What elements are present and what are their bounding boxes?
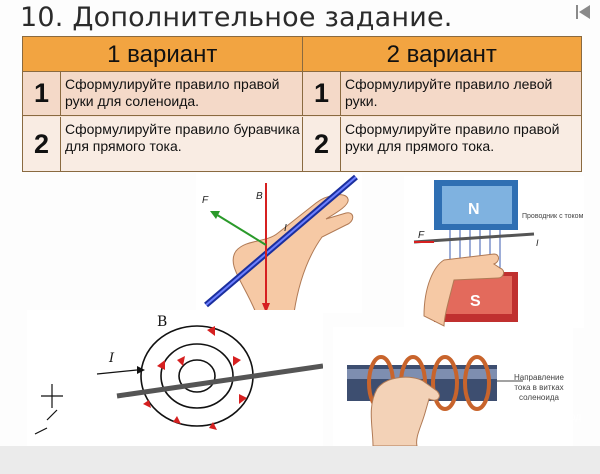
task-cell: Сформулируйте правило правой руки для пр…: [345, 121, 560, 154]
solenoid-rule-figure: Направление тока в витках соленоида: [333, 327, 573, 446]
slide-title: 10. Дополнительное задание.: [20, 2, 453, 33]
table-row: 1 Сформулируйте правило правой руки для …: [23, 72, 581, 116]
force-label: F: [202, 195, 209, 206]
conductor-label: Проводник с током: [522, 213, 584, 220]
task-cell: Сформулируйте правило правой руки для со…: [61, 72, 303, 115]
south-pole-label: S: [470, 293, 481, 310]
bottom-bar: [0, 446, 600, 474]
rings-field-label: B: [157, 314, 167, 330]
left-hand-rule-figure: F B I: [196, 173, 362, 313]
magnet-force-label: F: [418, 230, 425, 241]
row-number: 2: [303, 117, 341, 171]
task-table: 1 вариант 2 вариант 1 Сформулируйте прав…: [22, 36, 582, 172]
task-cell: Сформулируйте правило буравчика для прям…: [61, 117, 303, 171]
north-pole-label: N: [468, 201, 480, 218]
table-header: 1 вариант 2 вариант: [23, 37, 581, 72]
header-variant-2: 2 вариант: [301, 37, 582, 71]
solenoid-label: Направление тока в витках соленоида: [514, 373, 564, 402]
row-number: 2: [23, 117, 61, 171]
row-number: 1: [23, 72, 61, 115]
rings-current-label: I: [108, 351, 115, 366]
header-variant-1: 1 вариант: [107, 41, 218, 68]
row-number: 1: [303, 72, 341, 115]
back-to-start-icon[interactable]: [573, 2, 593, 22]
magnet-current-label: I: [536, 238, 539, 248]
straight-current-field-figure: B I: [27, 310, 323, 446]
magnet-conductor-figure: N S F I Проводник с током: [404, 176, 584, 328]
forward-hint[interactable]: од: [570, 412, 582, 423]
field-label: B: [256, 191, 263, 202]
current-label: I: [284, 223, 287, 234]
table-row: 2 Сформулируйте правило буравчика для пр…: [23, 117, 581, 171]
task-cell: Сформулируйте правило левой руки.: [345, 76, 553, 109]
